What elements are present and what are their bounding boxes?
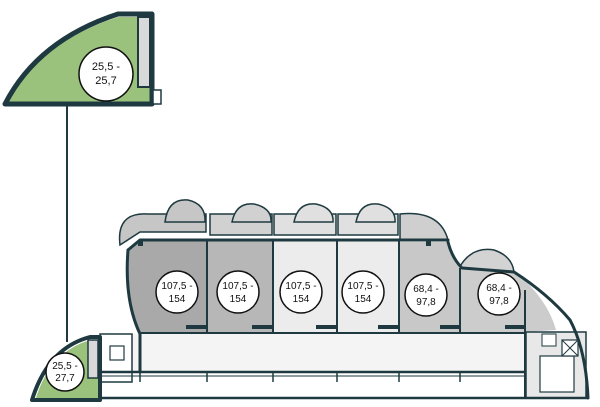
unit-1[interactable]: 107,5 - 154: [155, 270, 199, 314]
lift-left: [109, 345, 125, 361]
unit-4-area-badge: [341, 270, 385, 314]
bottom-left-unit-bathroom: [87, 339, 99, 379]
unit-1-area-badge: [155, 270, 199, 314]
fixture-5: [440, 325, 460, 329]
bottom-left-unit-area-line2: 27,7: [55, 373, 75, 384]
unit-2[interactable]: 107,5 - 154: [216, 270, 260, 314]
unit-6[interactable]: 68,4 - 97,8: [477, 272, 521, 316]
unit-6-area-badge: [477, 272, 521, 316]
stair-right: [539, 355, 575, 393]
top-unit-wall: [2, 11, 155, 107]
fixture-6: [505, 325, 525, 329]
corridor-floor: [130, 334, 550, 372]
unit-6-area-line2: 97,8: [489, 296, 509, 307]
bottom-left-green-unit[interactable]: 25,5 - 27,7: [30, 335, 102, 402]
building-walls: [98, 238, 590, 400]
unit-4[interactable]: 107,5 - 154: [341, 270, 385, 314]
unit-1-area-line2: 154: [169, 294, 186, 305]
unit-3-area-line1: 107,5 -: [285, 281, 316, 292]
terrace-6: [456, 248, 515, 273]
bottom-left-unit-wall: [30, 335, 102, 402]
bottom-left-unit-area-badge: [45, 352, 85, 392]
core-right-box: [541, 333, 557, 347]
terrace-5: [399, 212, 449, 241]
unit-2-area-badge: [216, 270, 260, 314]
fixture-4: [378, 325, 398, 329]
unit-2-area-line1: 107,5 -: [222, 281, 253, 292]
fixture-1: [186, 325, 206, 329]
unit-5-area-line1: 68,4 -: [413, 284, 439, 295]
unit-3-area-badge: [279, 270, 323, 314]
terrace-bump-1: [164, 199, 206, 223]
unit-4-area-line2: 154: [355, 294, 372, 305]
terrace-bump-3: [293, 203, 334, 223]
outer-wall-left: [125, 248, 142, 374]
column-a: [426, 240, 431, 246]
terrace-bump-2: [231, 203, 272, 223]
unit-1-area-line1: 107,5 -: [161, 281, 192, 292]
top-green-unit[interactable]: 25,5 - 25,7: [2, 11, 162, 107]
top-unit-area-line1: 25,5 -: [92, 61, 120, 73]
unit-5[interactable]: 68,4 - 97,8: [404, 273, 448, 317]
corridor: [99, 331, 587, 399]
lift-right-cross: [561, 339, 579, 357]
fixture-2: [252, 325, 272, 329]
fixture-3: [316, 325, 336, 329]
top-unit-window: [152, 89, 162, 105]
top-unit-area-badge: [78, 46, 134, 102]
bottom-left-unit-area-line1: 25,5 -: [52, 361, 78, 372]
unit-3-area-line2: 154: [293, 294, 310, 305]
column-b: [138, 240, 143, 246]
unit-4-area-line1: 107,5 -: [347, 281, 378, 292]
unit-5-area-badge: [404, 273, 448, 317]
unit-5-area-line2: 97,8: [416, 297, 436, 308]
top-unit-bathroom: [137, 16, 151, 88]
unit-3[interactable]: 107,5 - 154: [279, 270, 323, 314]
unit-fixtures: [138, 240, 525, 329]
top-unit-area-line2: 25,7: [95, 75, 116, 87]
unit-2-area-line2: 154: [230, 294, 247, 305]
bottom-window-ticks: [139, 372, 461, 382]
terrace-bump-4: [355, 203, 396, 223]
unit-6-area-line1: 68,4 -: [486, 283, 512, 294]
terraces: [118, 199, 515, 273]
